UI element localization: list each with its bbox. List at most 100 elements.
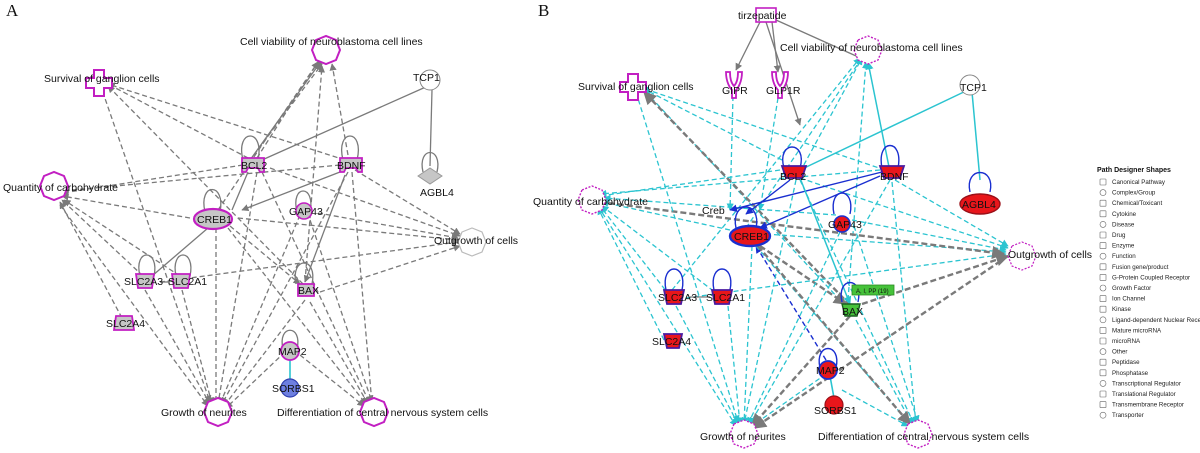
agbl4-node[interactable] xyxy=(417,167,443,185)
glp1r-label: GLP1R xyxy=(766,85,801,97)
bdnf-label: BDNF xyxy=(337,160,366,172)
gap43-node[interactable] xyxy=(833,215,851,233)
gap43-label: GAP43 xyxy=(828,219,862,231)
glp1r-node[interactable] xyxy=(771,71,789,99)
bax-node[interactable] xyxy=(297,283,315,297)
slc2a3-node[interactable] xyxy=(134,273,156,289)
sorbs1-label: SORBS1 xyxy=(814,405,857,417)
tcp1-node[interactable] xyxy=(959,74,981,96)
gipr-node[interactable] xyxy=(725,71,743,99)
panel-a-edges xyxy=(59,59,461,409)
legend-item-ligand-dependent-nuclear-receptor: Ligand-dependent Nuclear Receptor xyxy=(1099,316,1200,324)
legend-shape-transporter-icon xyxy=(1099,411,1107,419)
legend-item-microrna: microRNA xyxy=(1099,337,1141,345)
legend-label-kinase: Kinase xyxy=(1112,306,1131,313)
legend-shape-transmembrane-receptor-icon xyxy=(1099,401,1107,408)
growth-neurites-node[interactable] xyxy=(729,419,759,449)
legend-item-mature-microrna: Mature microRNA xyxy=(1099,327,1162,334)
legend-shape-mature-microrna-icon xyxy=(1099,327,1107,334)
slc2a1-node[interactable] xyxy=(710,289,734,305)
legend-items: Canonical PathwayComplex/GroupChemical/T… xyxy=(1099,178,1200,419)
legend-item-canonical-pathway: Canonical Pathway xyxy=(1099,178,1166,186)
bcl2-label: BCL2 xyxy=(241,160,267,172)
legend-item-drug: Drug xyxy=(1099,231,1126,239)
legend-label-growth-factor: Growth Factor xyxy=(1112,285,1151,292)
legend-label-cytokine: Cytokine xyxy=(1112,211,1137,218)
differentiation-node[interactable] xyxy=(903,419,933,449)
legend-item-phosphatase: Phosphatase xyxy=(1099,369,1149,377)
tirzepatide-node[interactable] xyxy=(755,7,777,23)
legend-label-mature-microrna: Mature microRNA xyxy=(1112,327,1162,334)
legend-item-other: Other xyxy=(1099,348,1127,356)
legend-label-enzyme: Enzyme xyxy=(1112,243,1135,250)
bax-label: BAX xyxy=(298,285,319,297)
creb1-node[interactable] xyxy=(728,224,772,248)
legend-label-translational-regulator: Translational Regulator xyxy=(1112,391,1176,398)
bdnf-node[interactable] xyxy=(878,165,906,179)
panel-a-nodes xyxy=(38,34,487,428)
growth-neurites-node[interactable] xyxy=(202,396,234,428)
legend-shape-complex-group-icon xyxy=(1099,189,1107,196)
bcl2-node[interactable] xyxy=(241,157,265,173)
legend-shape-g-protein-coupled-receptor-icon xyxy=(1099,274,1107,281)
gipr-label: GIPR xyxy=(722,85,748,97)
legend-shape-chemical-toxicant-icon xyxy=(1099,199,1107,207)
creb1-node[interactable] xyxy=(192,207,234,231)
legend-shape-kinase-icon xyxy=(1099,305,1107,313)
legend-item-disease: Disease xyxy=(1099,221,1135,228)
legend-item-g-protein-coupled-receptor: G-Protein Coupled Receptor xyxy=(1099,274,1190,281)
slc2a4-node[interactable] xyxy=(112,315,136,331)
legend-shape-phosphatase-icon xyxy=(1099,369,1107,377)
slc2a4-label: SLC2A4 xyxy=(652,336,691,348)
slc2a3-node[interactable] xyxy=(662,289,686,305)
legend-shape-peptidase-icon xyxy=(1099,358,1107,366)
creb1-label: CREB1 xyxy=(734,231,769,243)
survival-ganglion-node[interactable] xyxy=(619,73,647,101)
map2-node[interactable] xyxy=(818,360,838,380)
legend-label-function: Function xyxy=(1112,253,1136,260)
slc2a1-node[interactable] xyxy=(170,273,192,289)
bdnf-node[interactable] xyxy=(339,157,363,173)
edge-tag-label: A, I, PP (19) xyxy=(856,289,889,295)
legend-item-function: Function xyxy=(1099,252,1136,260)
differentiation-node[interactable] xyxy=(358,396,390,428)
tcp1-node[interactable] xyxy=(419,69,441,91)
bax-node[interactable] xyxy=(841,303,861,317)
bcl2-node[interactable] xyxy=(780,165,808,179)
legend-shape-translational-regulator-icon xyxy=(1099,390,1107,398)
legend-label-complex-group: Complex/Group xyxy=(1112,190,1156,197)
tcp1-label: TCP1 xyxy=(413,72,440,84)
tirzepatide-label: tirzepatide xyxy=(738,10,787,22)
slc2a1-label: SLC2A1 xyxy=(706,292,745,304)
map2-node[interactable] xyxy=(280,341,300,361)
slc2a3-label: SLC2A3 xyxy=(658,292,697,304)
agbl4-label: AGBL4 xyxy=(962,199,996,211)
legend-shape-fusion-gene-product-icon xyxy=(1099,263,1107,271)
cell-viability-label: Cell viability of neuroblastoma cell lin… xyxy=(240,36,423,48)
cell-viability-node[interactable] xyxy=(853,35,883,65)
panel-b-edges xyxy=(597,19,1010,429)
panel-a-labels: Cell viability of neuroblastoma cell lin… xyxy=(3,36,518,419)
survival-ganglion-label: Survival of ganglion cells xyxy=(578,81,694,93)
panel-b: B xyxy=(533,1,1092,449)
legend-shape-other-icon xyxy=(1099,348,1107,355)
legend-label-g-protein-coupled-receptor: G-Protein Coupled Receptor xyxy=(1112,274,1190,281)
quantity-carbohydrate-node[interactable] xyxy=(38,170,70,202)
bax-label: BAX xyxy=(842,306,863,318)
outgrowth-node[interactable] xyxy=(457,227,487,257)
gap43-node[interactable] xyxy=(295,202,313,220)
legend-item-ion-channel: Ion Channel xyxy=(1099,295,1145,303)
slc2a4-node[interactable] xyxy=(662,333,684,349)
quantity-carbohydrate-node[interactable] xyxy=(577,185,607,215)
agbl4-node[interactable] xyxy=(959,193,1001,215)
sorbs1-node[interactable] xyxy=(824,395,844,415)
tcp1-label: TCP1 xyxy=(960,82,987,94)
quantity-carbohydrate-label: Quantity of carbohydrate xyxy=(3,182,118,194)
legend-shape-canonical-pathway-icon xyxy=(1099,178,1107,186)
legend-shape-growth-factor-icon xyxy=(1099,284,1107,292)
cell-viability-node[interactable] xyxy=(310,34,342,66)
sorbs1-node[interactable] xyxy=(280,378,300,398)
outgrowth-node[interactable] xyxy=(1007,241,1037,271)
legend-label-transmembrane-receptor: Transmembrane Receptor xyxy=(1112,402,1184,409)
survival-ganglion-node[interactable] xyxy=(85,69,113,97)
